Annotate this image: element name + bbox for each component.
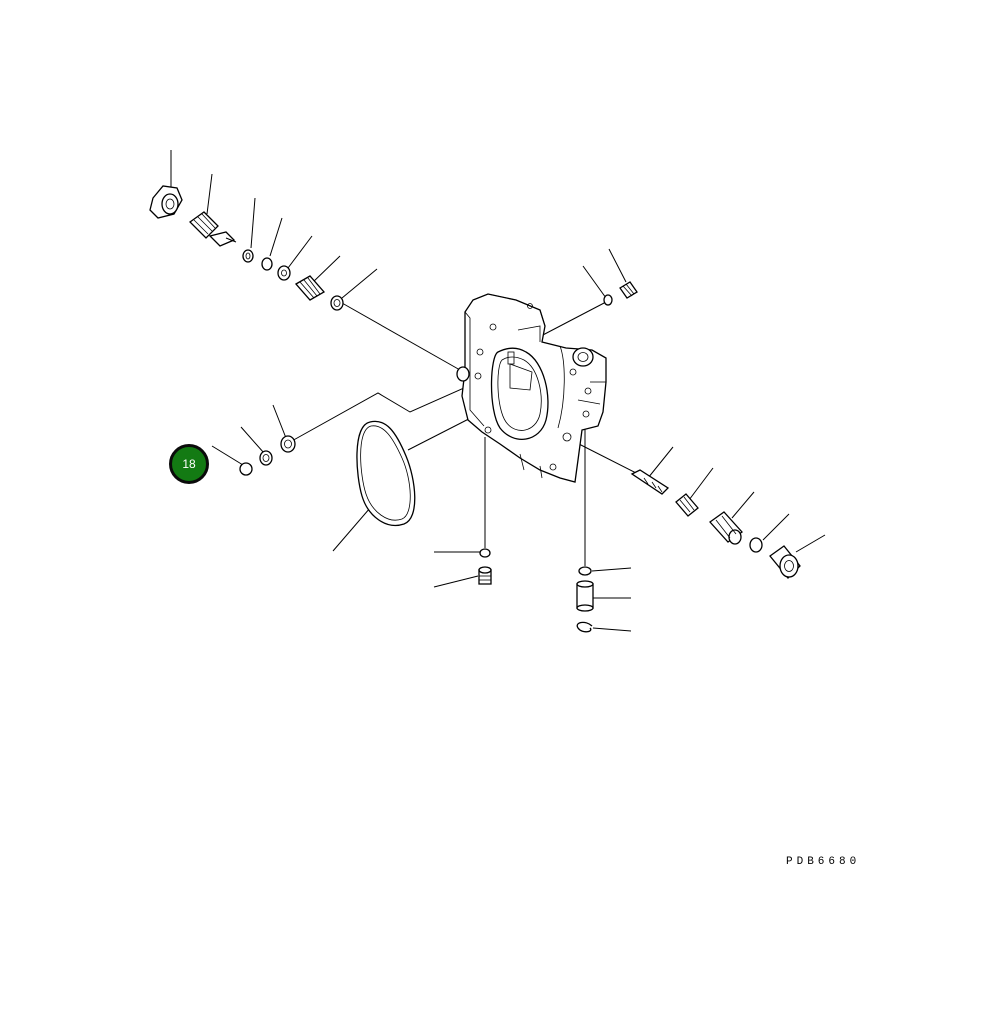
hex-nut [149, 185, 183, 219]
drawing-code-label: PDB6680 [786, 856, 861, 868]
sleeve-right [709, 511, 743, 545]
callout-18[interactable]: 18 [169, 444, 209, 484]
adjusting-screw [188, 211, 237, 247]
washer-left [259, 450, 273, 466]
plug-upper-right [619, 281, 638, 299]
spring-left [294, 275, 326, 301]
gasket [356, 420, 416, 526]
leader-lines [170, 150, 826, 632]
plug-bottom-left [478, 566, 492, 585]
spool [630, 469, 670, 495]
ball-left [261, 257, 273, 271]
spring-right [675, 493, 699, 517]
valve-body [456, 293, 607, 483]
ball-bottom-right [578, 566, 592, 576]
ball-upper-right [603, 294, 613, 306]
o-ring-left [330, 295, 344, 311]
ball-lower-left [239, 462, 253, 476]
snap-ring [576, 621, 593, 633]
seat-left [277, 265, 291, 281]
small-nut-left [242, 249, 254, 263]
piston-bottom-right [576, 580, 594, 612]
ball-bottom-left [479, 548, 491, 558]
plug-left [280, 435, 296, 453]
o-ring-right [749, 537, 763, 553]
cap-right [769, 545, 801, 579]
